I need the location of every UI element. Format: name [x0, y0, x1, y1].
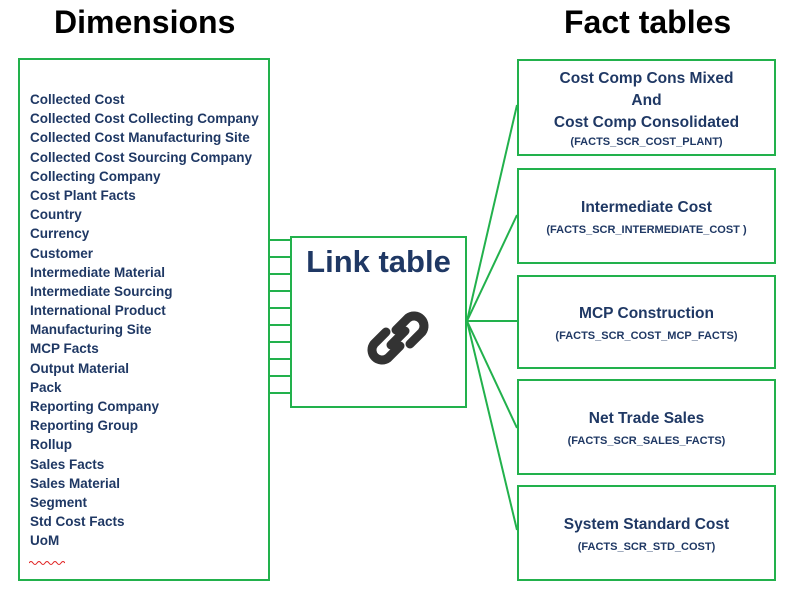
fact-table-code: (FACTS_SCR_STD_COST) — [577, 540, 716, 553]
dimension-item: Pack — [30, 379, 62, 395]
dimension-item: Std Cost Facts — [30, 514, 125, 530]
dimension-item: Cost Plant Facts — [30, 187, 136, 203]
fact-table-title: Net Trade Sales — [588, 409, 705, 427]
dimension-item: Sales Facts — [30, 456, 105, 472]
fact-connector — [466, 320, 518, 531]
fact-tables-heading: Fact tables — [564, 4, 732, 40]
spellcheck-underline — [29, 561, 65, 565]
dimension-item: Manufacturing Site — [30, 322, 152, 338]
dimension-item: Rollup — [30, 437, 72, 453]
fact-table-title: Intermediate Cost — [581, 198, 712, 216]
fact-table-box: System Standard Cost (FACTS_SCR_STD_COST… — [517, 485, 776, 581]
dimension-item: Output Material — [30, 360, 130, 376]
dimension-item: Customer — [30, 245, 94, 261]
dimension-item: Collecting Company — [30, 168, 161, 184]
fact-table-code: (FACTS_SCR_COST_PLANT) — [570, 135, 723, 148]
fact-table-code: (FACTS_SCR_INTERMEDIATE_COST ) — [546, 223, 747, 236]
dimension-item: UoM — [30, 533, 60, 549]
dimension-item: Collected Cost Sourcing Company — [30, 149, 253, 165]
fact-table-box: Cost Comp Cons Mixed And Cost Comp Conso… — [517, 59, 776, 156]
fact-table-code: (FACTS_SCR_COST_MCP_FACTS) — [555, 329, 738, 342]
dimension-item: Intermediate Material — [30, 264, 166, 280]
fact-table-title: System Standard Cost — [563, 515, 730, 533]
fact-table-code: (FACTS_SCR_SALES_FACTS) — [567, 434, 726, 447]
dimension-item: Collected Cost — [30, 92, 125, 107]
link-table-title: Link table — [306, 244, 451, 279]
fact-table-title: Cost Comp Cons Mixed — [559, 69, 734, 87]
dimension-item: Reporting Group — [30, 418, 138, 434]
dimension-item: Collected Cost Collecting Company — [30, 111, 259, 127]
dimension-item: Sales Material — [30, 475, 121, 491]
fact-table-title: Cost Comp Consolidated — [553, 113, 740, 131]
dimension-item: Currency — [30, 226, 90, 242]
fact-table-box: Net Trade Sales (FACTS_SCR_SALES_FACTS) — [517, 379, 776, 475]
fact-table-box: Intermediate Cost (FACTS_SCR_INTERMEDIAT… — [517, 168, 776, 264]
link-table-box: Link table — [290, 236, 467, 408]
dimension-item: Intermediate Sourcing — [30, 283, 173, 299]
dimension-item: Country — [30, 207, 82, 223]
fact-connector — [466, 320, 518, 429]
dimension-item: Collected Cost Manufacturing Site — [30, 130, 250, 146]
fact-connector — [466, 214, 518, 322]
chain-link-icon — [367, 311, 429, 365]
fact-table-title: MCP Construction — [579, 304, 714, 322]
fact-connector — [466, 104, 518, 322]
fact-table-title: And — [631, 91, 662, 109]
dimension-item: Segment — [30, 494, 88, 510]
fact-table-box: MCP Construction (FACTS_SCR_COST_MCP_FAC… — [517, 275, 776, 369]
dimensions-heading: Dimensions — [54, 4, 236, 40]
dimension-item: MCP Facts — [30, 341, 99, 357]
dimension-item: International Product — [30, 303, 166, 319]
dimension-item: Reporting Company — [30, 399, 160, 414]
